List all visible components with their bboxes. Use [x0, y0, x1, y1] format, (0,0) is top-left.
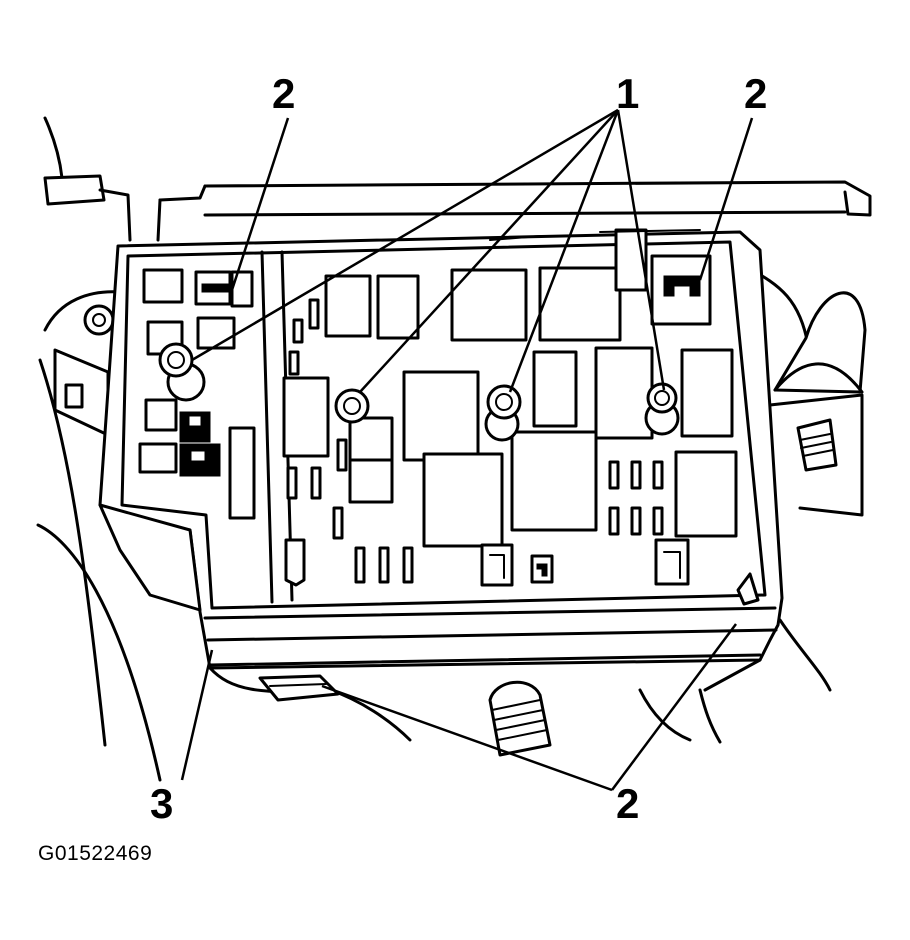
nut-4 — [644, 382, 680, 436]
callout-1: 1 — [616, 70, 639, 117]
vehicle-structure — [36, 116, 872, 782]
nut-2 — [334, 388, 370, 424]
clips — [284, 538, 760, 606]
leader-lines — [180, 108, 754, 792]
mini-fuses — [286, 298, 664, 584]
nut-1 — [158, 342, 206, 402]
relays — [282, 228, 738, 548]
fastener-nuts — [158, 342, 680, 442]
left-fuse-bank — [138, 268, 256, 520]
figure-id: G01522469 — [38, 842, 153, 865]
callout-3: 3 — [150, 780, 173, 827]
callouts: 1 2 2 2 3 — [150, 70, 767, 827]
callout-2-bottom: 2 — [616, 780, 639, 827]
callout-2-top-left: 2 — [272, 70, 295, 117]
nut-3 — [484, 384, 522, 442]
callout-2-top-right: 2 — [744, 70, 767, 117]
